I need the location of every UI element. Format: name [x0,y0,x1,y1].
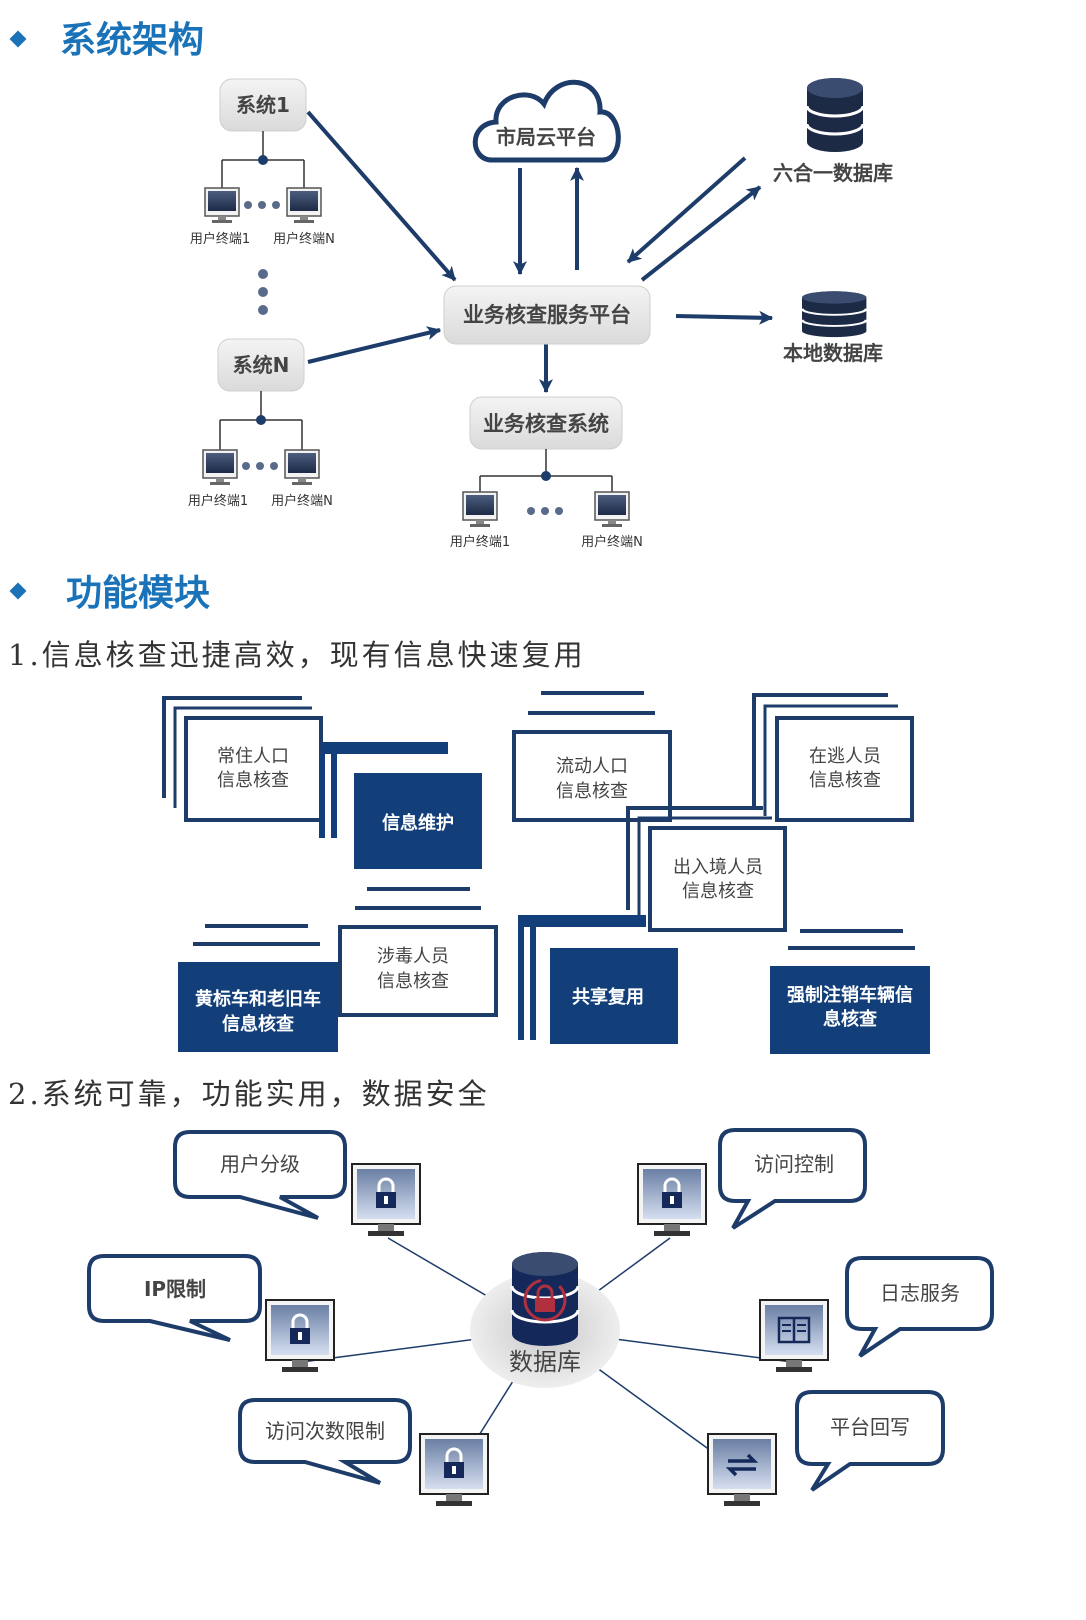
section-title-features: 功能模块 [66,573,210,614]
junction-dot [256,415,266,425]
module-frame-decoration [763,704,898,816]
module-line1: 黄标车和老旧车 [195,988,321,1010]
architecture-arrows [306,110,774,394]
secure-database-icon [510,1252,580,1346]
speech-bubble: IP限制 [87,1254,262,1342]
module-box [512,730,672,822]
bubble-label: 日志服务 [880,1281,960,1305]
lock-monitor-icon [264,1298,336,1374]
section-bullet-icon [9,30,27,48]
module-line2: 信息核查 [222,1013,294,1035]
bubble-label: IP限制 [144,1277,206,1301]
bubble-label: 访问次数限制 [265,1419,385,1443]
terminal-icon [594,491,630,528]
speech-bubble: 平台回写 [795,1390,945,1492]
module-box [184,716,323,822]
module-stripe [518,915,646,927]
terminal-label: 用户终端1 [188,493,248,509]
speech-bubble: 访问次数限制 [238,1398,412,1485]
lock-monitor-icon [418,1432,490,1508]
module-line2: 信息核查 [682,881,754,902]
lock-monitor-icon [350,1162,422,1238]
module-line2: 信息核查 [217,770,289,791]
terminal-icon [284,449,320,486]
module-box [775,716,914,822]
module-line1: 共享复用 [572,986,644,1008]
core-platform-box [443,285,651,345]
module-box-filled [770,966,930,1054]
junction-dot [258,155,268,165]
security-center-label: 数据库 [509,1348,581,1376]
bubble-label: 访问控制 [754,1152,834,1176]
section-title-architecture: 系统架构 [60,20,204,61]
bubble-label: 平台回写 [830,1415,910,1439]
module-line1: 强制注销车辆信 [787,984,913,1006]
db-local-label: 本地数据库 [783,341,883,365]
module-grid: 常住人口 信息核查 信息维护 流动人口 信息核查 在逃人员 信息核查 出入境人员… [162,691,930,1054]
lock-monitor-icon [636,1162,708,1238]
module-line1: 出入境人员 [673,857,763,878]
database-icon [800,289,869,339]
terminal-label: 用户终端N [271,493,333,509]
module-line1: 信息维护 [382,812,454,834]
system-1-label: 系统1 [236,93,290,117]
vertical-ellipsis-icon [258,269,268,315]
module-line2: 信息核查 [377,971,449,992]
features-subtitle-2: 2.系统可靠，功能实用，数据安全 [8,1077,490,1111]
module-frame-decoration [637,816,772,918]
sync-monitor-icon [706,1432,778,1508]
module-line2: 信息核查 [556,781,628,802]
terminal-icon [462,491,498,528]
module-line1: 常住人口 [217,746,289,767]
check-system-label: 业务核查系统 [483,412,609,436]
db-six-label: 六合一数据库 [773,161,893,185]
module-box-filled [354,773,482,869]
module-line1: 涉毒人员 [377,946,449,967]
module-frame-decoration [752,693,888,808]
cloud-icon [472,79,621,163]
module-line1: 流动人口 [556,756,628,777]
module-frame-decoration [173,706,312,808]
module-line2: 信息核查 [809,770,881,791]
bubble-label: 用户分级 [220,1152,300,1176]
module-line2: 息核查 [823,1008,877,1030]
speech-bubble: 访问控制 [718,1128,867,1230]
module-stripe [518,927,536,1040]
terminal-label: 用户终端1 [190,231,250,247]
ellipsis-icon [244,201,280,209]
cloud-platform-label: 市局云平台 [496,125,596,149]
module-box-filled [550,948,678,1044]
database-icon [805,76,865,154]
terminal-label: 用户终端N [273,231,335,247]
ellipsis-icon [527,507,563,515]
terminal-icon [286,187,322,224]
module-stripe [319,754,337,838]
terminal-icon [204,187,240,224]
junction-dot [541,471,551,481]
ellipsis-icon [242,462,278,470]
core-platform-label: 业务核查服务平台 [463,303,631,327]
section-bullet-icon [9,582,27,600]
terminal-label: 用户终端1 [450,534,510,550]
module-frame-decoration [626,806,763,910]
system-n-label: 系统N [233,353,290,377]
module-stripe [322,742,448,754]
terminal-label: 用户终端N [581,534,643,550]
check-system-terminals [479,449,613,492]
module-box-filled [178,962,338,1052]
features-subtitle-1: 1.信息核查迅捷高效，现有信息快速复用 [8,638,586,672]
book-monitor-icon [758,1298,830,1374]
speech-bubble: 日志服务 [845,1256,994,1358]
speech-bubble: 用户分级 [173,1130,347,1220]
terminal-icon [202,449,238,486]
module-frame-decoration [162,696,302,798]
module-line1: 在逃人员 [809,746,881,767]
module-box [338,925,498,1017]
module-box [648,826,787,932]
